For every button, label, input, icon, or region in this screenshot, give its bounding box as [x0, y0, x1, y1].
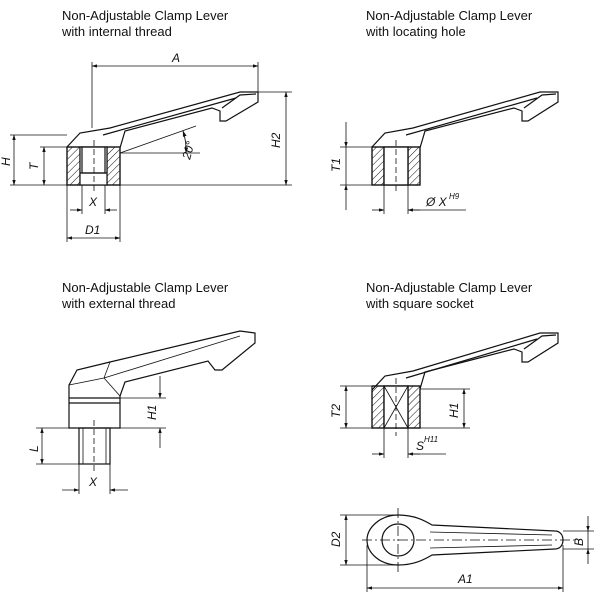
lever-square-socket-view — [371, 332, 559, 436]
lever-locating-hole-view — [371, 91, 559, 192]
lever-internal-thread-view — [66, 91, 259, 192]
dim-phi-X: Ø X — [425, 195, 448, 209]
title-internal-thread: Non-Adjustable Clamp Lever with internal… — [62, 8, 228, 40]
hatch-left — [371, 385, 385, 429]
title-locating-hole: Non-Adjustable Clamp Lever with locating… — [366, 8, 532, 40]
lever-top-edge — [405, 97, 538, 136]
hatch-right — [407, 385, 421, 429]
hatch-left — [371, 146, 385, 186]
lever-top-edge — [102, 97, 237, 136]
lever-body — [66, 91, 259, 186]
dim-X: X — [88, 195, 98, 209]
dim-H2: H2 — [269, 132, 283, 148]
dim-S: S — [416, 439, 424, 453]
lever-body — [371, 91, 559, 186]
lever-body — [68, 330, 256, 398]
title-line-2: with locating hole — [366, 24, 466, 39]
lever-bevel — [68, 335, 241, 386]
dim-angle: 20° — [179, 139, 198, 161]
external-thread-stud — [78, 427, 111, 465]
dimensions-internal-thread — [10, 62, 292, 242]
title-line-1: Non-Adjustable Clamp Lever — [62, 8, 229, 23]
title-line-1: Non-Adjustable Clamp Lever — [366, 280, 533, 295]
title-line-1: Non-Adjustable Clamp Lever — [366, 8, 533, 23]
title-line-2: with internal thread — [62, 24, 172, 39]
hatch-left — [66, 146, 81, 186]
dimensions-top-view — [340, 514, 594, 592]
dim-D2: D2 — [329, 531, 343, 547]
hatch-right — [407, 146, 421, 186]
title-line-1: Non-Adjustable Clamp Lever — [62, 280, 229, 295]
dim-L: L — [27, 445, 41, 452]
lever-grip — [523, 334, 557, 350]
title-external-thread: Non-Adjustable Clamp Lever with external… — [62, 280, 228, 312]
dim-T1: T1 — [329, 158, 343, 172]
dimensions-external-thread — [36, 376, 166, 494]
lever-top-view — [362, 508, 580, 572]
lever-grip — [523, 93, 557, 109]
dim-H1: H1 — [145, 405, 159, 420]
dim-T2: T2 — [329, 404, 343, 418]
hatch-right — [106, 146, 121, 186]
dimensions-locating-hole — [340, 122, 466, 214]
dimensions-square-socket — [340, 385, 470, 458]
lever-external-thread-view — [68, 330, 256, 472]
dim-D1: D1 — [85, 223, 100, 237]
title-line-2: with external thread — [62, 296, 176, 311]
title-square-socket: Non-Adjustable Clamp Lever with square s… — [366, 280, 532, 312]
dim-H1: H1 — [447, 403, 461, 418]
dim-H11-tolerance: H11 — [424, 435, 438, 444]
lever-grip — [221, 93, 257, 109]
dim-B: B — [572, 538, 586, 546]
title-line-2: with square socket — [366, 296, 474, 311]
dim-A: A — [171, 51, 180, 65]
lever-body — [371, 332, 559, 429]
dim-X: X — [88, 475, 98, 489]
lever-top-edge — [405, 338, 538, 379]
dim-T: T — [27, 161, 41, 170]
dim-A1: A1 — [457, 572, 473, 586]
dim-H: H — [0, 157, 13, 166]
dim-H9-tolerance: H9 — [449, 192, 460, 201]
